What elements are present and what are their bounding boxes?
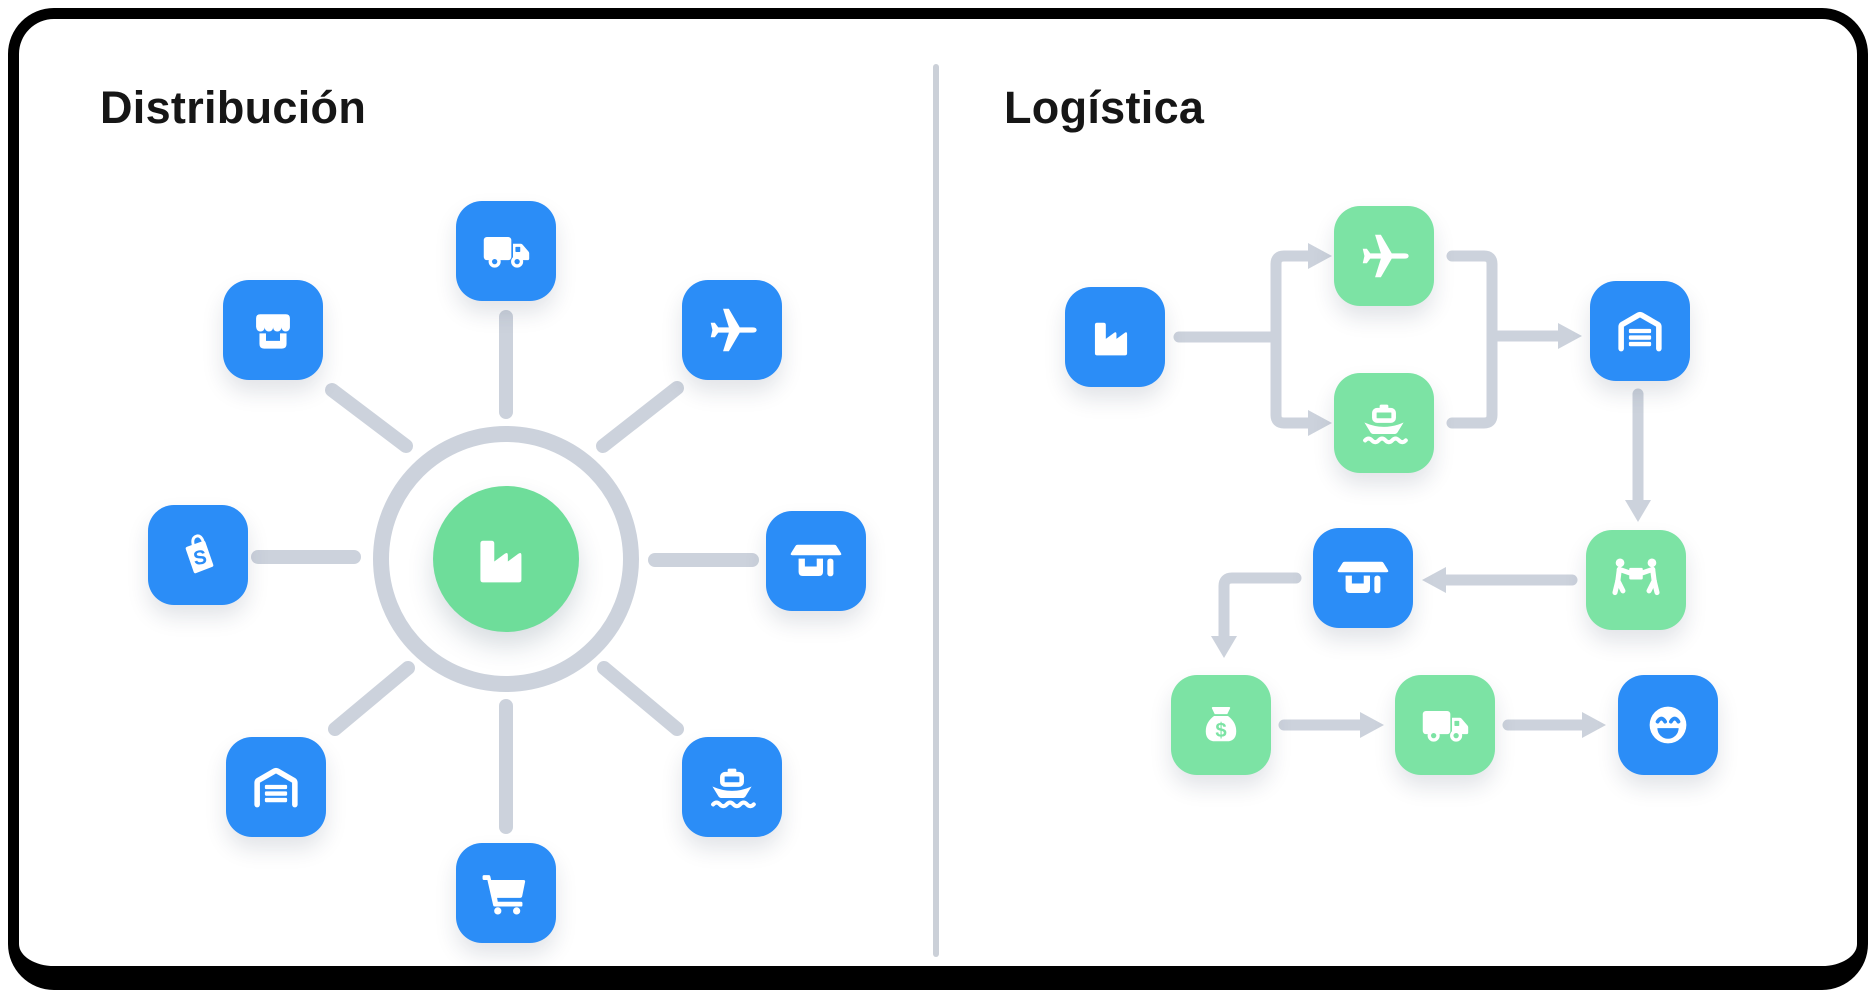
ship-icon: [711, 768, 756, 809]
tile-r-store: [1313, 528, 1413, 628]
tile-r-factory: [1065, 287, 1165, 387]
store-awning-icon: [256, 314, 290, 349]
truck-icon: [1422, 710, 1469, 742]
tile-l-warehouse: [226, 737, 326, 837]
warehouse-icon: [254, 767, 298, 808]
left-panel-title: Distribución: [100, 82, 367, 133]
tile-r-warehouse: [1590, 281, 1690, 381]
tile-l-stall: [766, 511, 866, 611]
market-stall-icon: [1337, 561, 1389, 594]
tile-l-cart: [456, 843, 556, 943]
tile-r-ship: [1334, 373, 1434, 473]
tile-r-truck: [1395, 675, 1495, 775]
warehouse-icon: [1618, 311, 1662, 352]
tile-r-movers: [1586, 530, 1686, 630]
tile-l-storefront: [223, 280, 323, 380]
cart-icon: [482, 875, 526, 915]
tile-l-truck: [456, 201, 556, 301]
panel-divider: [933, 64, 939, 957]
svg-text:S: S: [192, 546, 208, 570]
tile-l-ship: [682, 737, 782, 837]
shopify-bag-icon: S: [185, 534, 214, 574]
tile-l-shopify: S: [148, 505, 248, 605]
tile-r-money: $: [1171, 675, 1271, 775]
factory-icon: [480, 540, 522, 583]
factory-icon: [1094, 322, 1128, 356]
hub-factory-node: [433, 486, 579, 632]
movers-icon: [1612, 558, 1660, 596]
smiley-icon: [1649, 706, 1687, 744]
tile-l-plane: [682, 280, 782, 380]
ship-icon: [1363, 404, 1408, 445]
tile-r-plane: [1334, 206, 1434, 306]
tile-r-smiley: [1618, 675, 1718, 775]
svg-text:$: $: [1215, 720, 1226, 742]
plane-icon: [1362, 234, 1409, 278]
right-panel-title: Logística: [1004, 82, 1205, 133]
money-bag-icon: $: [1205, 706, 1237, 742]
market-stall-icon: [790, 544, 842, 577]
truck-icon: [483, 236, 530, 268]
plane-icon: [710, 308, 757, 352]
